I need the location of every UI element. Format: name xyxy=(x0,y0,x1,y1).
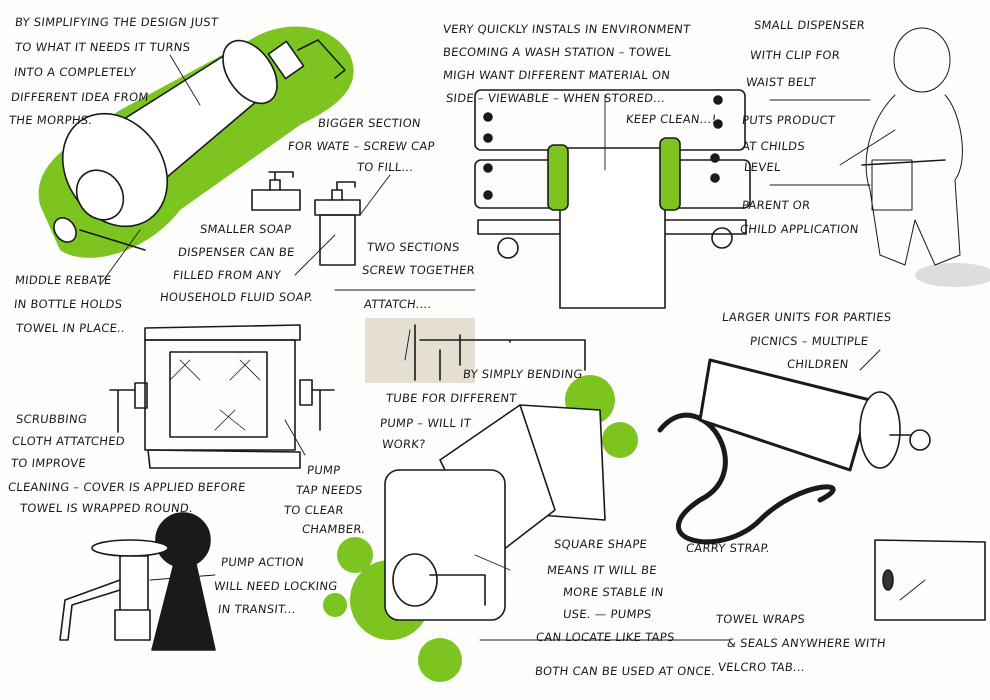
note-line: more stable in xyxy=(562,585,665,599)
note-line: picnics – multiple xyxy=(749,334,870,348)
note-line: Square shape xyxy=(553,537,648,551)
note-line: into a completely xyxy=(13,65,137,79)
leader-lines xyxy=(99,54,926,641)
note-line: in transit... xyxy=(217,602,297,616)
note-line: cloth attatched xyxy=(11,434,126,448)
note-line: means it will be xyxy=(546,563,658,577)
note-line: towel is wrapped round. xyxy=(19,501,194,515)
note-line: Smaller soap xyxy=(199,222,293,236)
bent-tube-sketch xyxy=(365,318,586,383)
note-line: pump – will it xyxy=(379,416,472,430)
note-line: parent or xyxy=(741,198,812,212)
note-line: screw together xyxy=(361,263,476,277)
wash-station-sketch xyxy=(474,89,751,309)
note-line: Pump xyxy=(306,463,342,477)
child-figure-sketch xyxy=(861,27,990,287)
note-line: to improve xyxy=(10,456,87,470)
note-line: different idea from xyxy=(10,90,150,104)
note-line: By simply bending xyxy=(462,367,584,381)
note-line: filled from any xyxy=(172,268,282,282)
note-line: to fill... xyxy=(356,160,415,174)
note-line: side – viewable – when stored... xyxy=(445,91,666,105)
note-line: puts product xyxy=(741,113,836,127)
note-line: Scrubbing xyxy=(15,412,88,426)
note-line: Towel wraps xyxy=(715,612,806,626)
note-line: will need locking xyxy=(213,579,339,593)
note-line: migh want different material on xyxy=(442,68,671,82)
note-line: level xyxy=(743,160,782,174)
note-line: at childs xyxy=(741,139,806,153)
note-line: Two sections xyxy=(366,240,461,254)
note-carry-strap: Carry strap. xyxy=(685,541,771,555)
note-line: Middle rebate xyxy=(14,273,113,287)
note-line: cleaning – cover is applied before xyxy=(7,480,247,494)
note-line: velcro tab... xyxy=(717,660,806,674)
note-line: the morphs. xyxy=(8,113,94,127)
scrubbing-frame-sketch xyxy=(109,324,335,469)
note-line: can locate like taps xyxy=(535,630,676,644)
note-line: in bottle holds xyxy=(13,297,124,311)
note-line: to clear xyxy=(283,503,345,517)
note-line: for wate – screw cap xyxy=(287,139,436,153)
velcro-towel-sketch xyxy=(874,539,986,621)
bottle-dispenser-sketch xyxy=(38,26,354,258)
note-line: attatch.... xyxy=(363,297,433,311)
note-line: & seals anywhere with xyxy=(726,636,887,650)
note-line: Very quickly instals in environment xyxy=(442,22,692,36)
note-line: Pump action xyxy=(220,555,305,569)
note-line: towel in place.. xyxy=(15,321,126,335)
note-line: Small dispenser xyxy=(753,18,866,32)
note-line: becoming a wash station – towel xyxy=(442,45,673,59)
note-line: children xyxy=(786,357,850,371)
note-line: work? xyxy=(381,437,427,451)
note-line: household fluid soap. xyxy=(159,290,314,304)
note-line: both can be used at once. xyxy=(534,664,717,678)
pump-tap-sketch xyxy=(59,512,216,651)
note-line: tube for different xyxy=(385,391,518,405)
note-line: waist belt xyxy=(745,75,817,89)
note-line: child application xyxy=(739,222,860,236)
note-line: By simplifying the design just xyxy=(14,15,219,29)
note-line: to what it needs it turns xyxy=(14,40,192,54)
large-unit-sketch xyxy=(657,358,931,545)
note-line: Bigger section xyxy=(317,116,422,130)
note-line: with clip for xyxy=(749,48,841,62)
note-keep-clean: Keep clean...! xyxy=(625,112,718,126)
small-soap-dispensers xyxy=(251,171,361,266)
note-line: use. — pumps xyxy=(562,607,653,621)
note-line: chamber. xyxy=(301,522,367,536)
note-line: Larger units for parties xyxy=(721,310,893,324)
square-dispenser-sketch xyxy=(323,375,638,682)
note-line: dispenser can be xyxy=(177,245,296,259)
note-line: tap needs xyxy=(295,483,364,497)
